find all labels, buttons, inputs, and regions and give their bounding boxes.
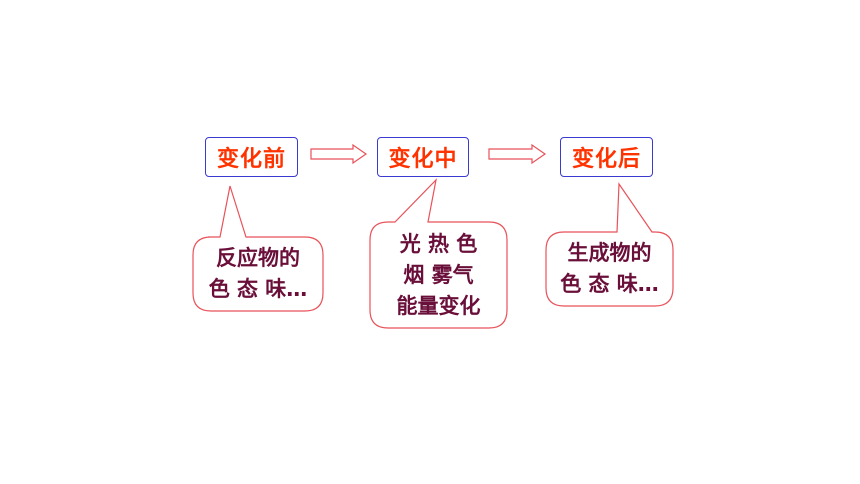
callout-during-line-2: 烟 雾气 — [403, 262, 474, 287]
callout-during-line-1: 光 热 色 — [399, 231, 478, 256]
callout-before-shape — [192, 185, 324, 312]
callout-during-text: 光 热 色 烟 雾气 能量变化 — [370, 222, 507, 328]
callout-before-line-1: 反应物的 — [216, 246, 300, 270]
stage-after-box: 变化后 — [560, 137, 653, 177]
stage-during-box: 变化中 — [377, 137, 469, 177]
callout-after-line-1: 生成物的 — [567, 241, 652, 265]
callout-before-text: 反应物的 色 态 味… — [193, 237, 323, 311]
callout-after-shape — [545, 182, 674, 307]
stage-before-box: 变化前 — [205, 137, 298, 177]
flow-arrow-1 — [310, 143, 368, 165]
callout-before-line-2: 色 态 味… — [208, 277, 308, 301]
callout-after-line-2: 色 态 味… — [560, 272, 659, 296]
flow-arrow-2 — [488, 143, 547, 165]
callout-during-line-3: 能量变化 — [396, 293, 481, 318]
callout-during-shape — [369, 178, 508, 329]
callout-after-text: 生成物的 色 态 味… — [546, 232, 673, 306]
